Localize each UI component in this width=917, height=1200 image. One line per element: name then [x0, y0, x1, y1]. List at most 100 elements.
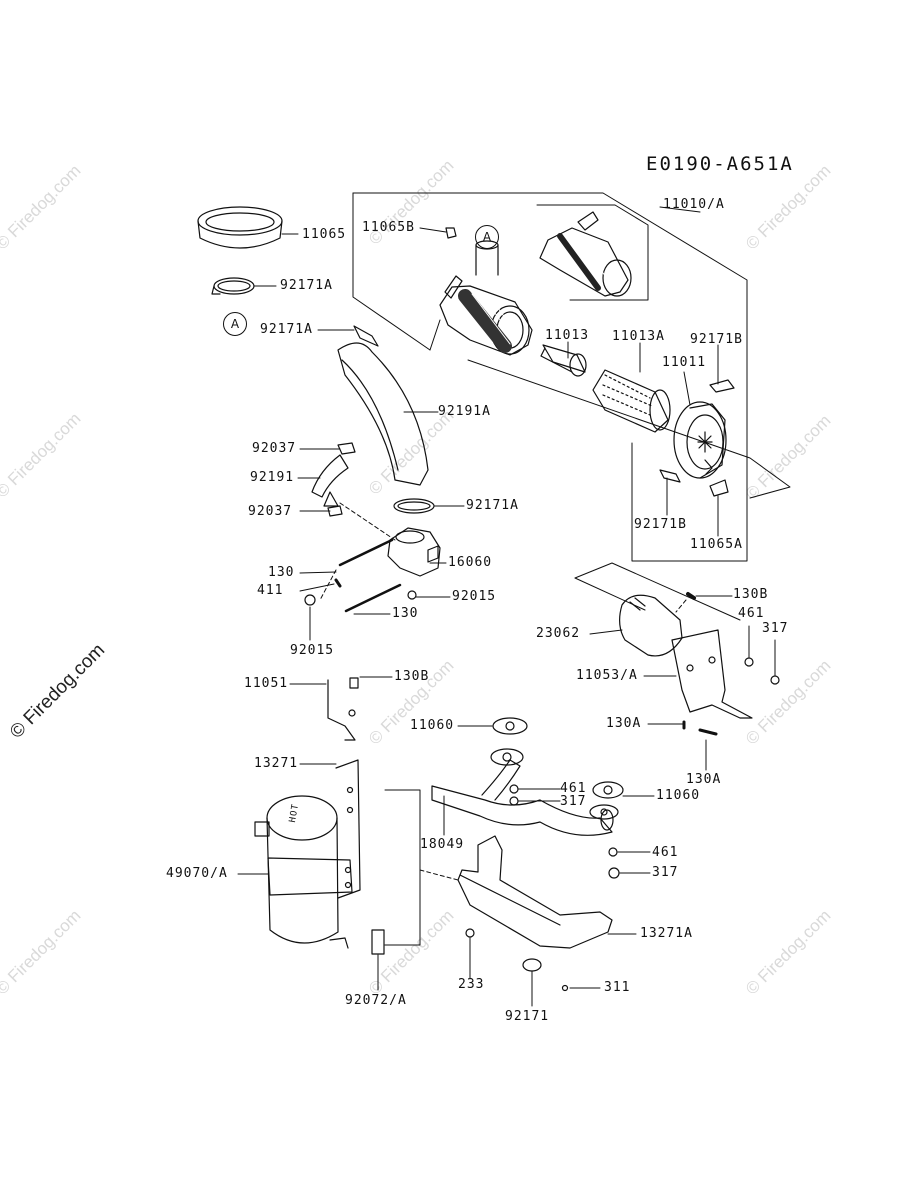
label-11010A: 11010/A [663, 197, 725, 212]
label-92171B-1: 92171B [690, 332, 743, 347]
label-317-1: 317 [762, 621, 789, 636]
flange-lower [589, 804, 619, 820]
label-92171: 92171 [505, 1009, 550, 1024]
safety-element [540, 344, 587, 377]
bolt-130-upper [338, 538, 394, 567]
label-92191: 92191 [250, 470, 295, 485]
label-130B-1: 130B [733, 587, 769, 602]
washer-411 [334, 578, 342, 588]
label-92171A-1: 92171A [280, 278, 333, 293]
nut-92015-right [407, 590, 417, 600]
label-92171A-3: 92171A [466, 498, 519, 513]
label-461-3: 461 [652, 845, 679, 860]
air-cleaner-cap [673, 401, 727, 479]
air-cleaner-assembly-outline [352, 192, 791, 621]
label-317-3: 317 [652, 865, 679, 880]
label-233: 233 [458, 977, 485, 992]
leader-lines [237, 206, 776, 1007]
label-18049: 18049 [420, 837, 465, 852]
washer-461-mid [509, 784, 519, 794]
nut-317-lower [608, 867, 620, 879]
label-317-2: 317 [560, 794, 587, 809]
label-11060-2: 11060 [656, 788, 701, 803]
diagram-code: E0190-A651A [646, 153, 794, 175]
label-92015-2: 92015 [452, 589, 497, 604]
label-16060: 16060 [448, 555, 493, 570]
exhaust-pipe-18049 [431, 759, 614, 836]
label-92037-1: 92037 [252, 441, 297, 456]
flange-upper [490, 748, 524, 766]
bracket-13271A [457, 835, 613, 949]
clamp-92072A [371, 929, 385, 955]
callout-a-left: A [223, 312, 247, 336]
label-11065: 11065 [302, 227, 347, 242]
label-11013A: 11013A [612, 329, 665, 344]
label-130-1: 130 [268, 565, 295, 580]
nut-92015-left [304, 594, 316, 606]
label-49070A: 49070/A [166, 866, 228, 881]
bolt-130-lower [344, 583, 402, 613]
callout-a-top: A [475, 225, 499, 249]
label-130A-1: 130A [606, 716, 642, 731]
air-cleaner-inset [539, 211, 632, 297]
label-461-1: 461 [738, 606, 765, 621]
breather-hose [311, 454, 349, 507]
label-23062: 23062 [536, 626, 581, 641]
washer-461-lower [608, 847, 618, 857]
nut-317-mid [509, 796, 519, 806]
air-filter-element [592, 369, 671, 433]
exhaust-frame [384, 789, 421, 946]
muffler-guard-23062 [619, 594, 683, 657]
label-92171B-2: 92171B [634, 517, 687, 532]
label-11013: 11013 [545, 328, 590, 343]
washer-461-right [744, 657, 754, 667]
gasket-11060-upper [492, 717, 528, 735]
hose-clamp-92171A-top [211, 277, 255, 295]
label-11065B: 11065B [362, 220, 415, 235]
hose-clamp-92171A-lower [393, 498, 435, 514]
air-cleaner-housing [439, 240, 533, 356]
intake-hose-92191A [337, 342, 429, 486]
hose-clamp-92037-upper [337, 442, 356, 455]
clamp-92171 [522, 958, 542, 972]
label-92191A: 92191A [438, 404, 491, 419]
label-92072A: 92072/A [345, 993, 407, 1008]
bracket-11053A [671, 629, 753, 719]
bolt-130B-lower [349, 677, 359, 689]
label-411: 411 [257, 583, 284, 598]
label-13271: 13271 [254, 756, 299, 771]
throttle-body-16060 [387, 527, 441, 577]
dashed-leaders [319, 502, 687, 881]
label-130-2: 130 [392, 606, 419, 621]
clip-11065B [445, 227, 457, 239]
label-130B-2: 130B [394, 669, 430, 684]
bolt-130B-upper [686, 592, 696, 600]
bolt-233 [465, 928, 475, 938]
label-130A-2: 130A [686, 772, 722, 787]
bolt-311 [561, 984, 569, 992]
muffler-49070A [254, 795, 353, 949]
hose-clamp-92037-lower [327, 505, 343, 517]
bracket-11051 [327, 679, 356, 741]
label-461-2: 461 [560, 781, 587, 796]
label-13271A: 13271A [640, 926, 693, 941]
label-92037-2: 92037 [248, 504, 293, 519]
label-11060-1: 11060 [410, 718, 455, 733]
label-11053A: 11053/A [576, 668, 638, 683]
hose-clamp-92171A-mid [353, 325, 379, 347]
gasket-11060-lower [592, 781, 624, 799]
label-311: 311 [604, 980, 631, 995]
label-92015-1: 92015 [290, 643, 335, 658]
vacuator-valve [709, 479, 729, 497]
label-11051: 11051 [244, 676, 289, 691]
bolt-130A-right [698, 728, 718, 736]
nut-317-right [770, 675, 780, 685]
bracket-13271 [335, 759, 361, 899]
label-92171A-2: 92171A [260, 322, 313, 337]
clip-92171B-lower [659, 469, 681, 483]
clip-92171B-upper [709, 379, 735, 393]
pre-cleaner-cap [197, 206, 283, 249]
label-11011: 11011 [662, 355, 707, 370]
